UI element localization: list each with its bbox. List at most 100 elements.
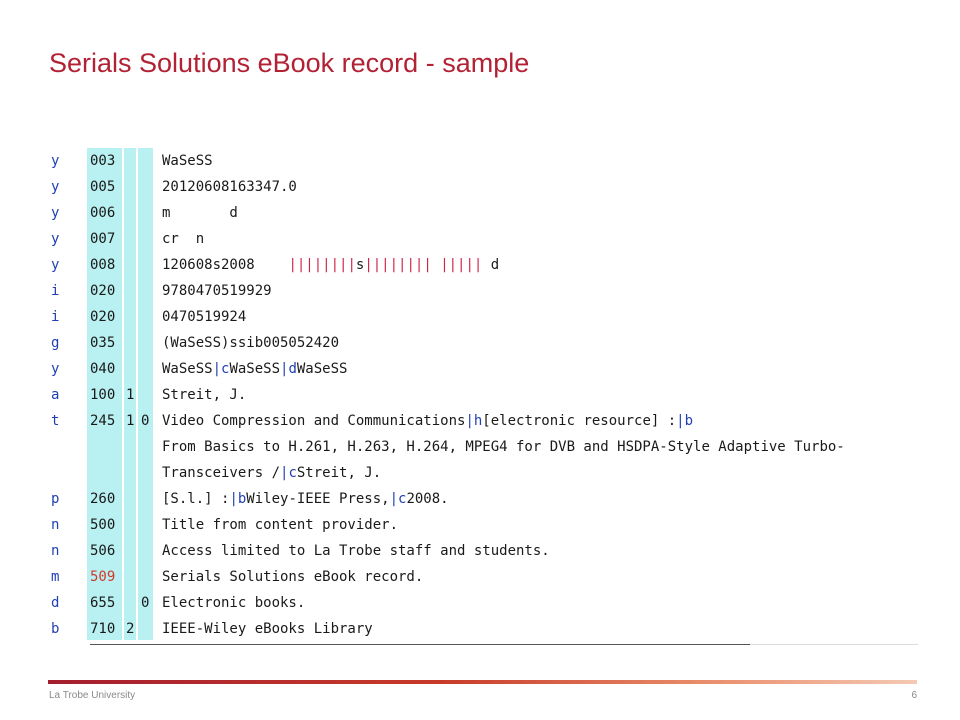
field-text: Transceivers /: [162, 465, 281, 481]
field-tag: 005: [90, 179, 116, 195]
field-tag: 100: [90, 387, 116, 403]
field-data: 120608s2008 ||||||||s|||||||| ||||| d: [162, 252, 499, 278]
record-code: b: [51, 621, 60, 637]
record-code: g: [51, 335, 60, 351]
field-data: Serials Solutions eBook record.: [162, 564, 423, 590]
indicator1-column-highlight: [124, 148, 136, 640]
subfield-delimiter: |b: [229, 491, 247, 507]
field-data: [S.l.] :|bWiley-IEEE Press,|c2008.: [162, 486, 449, 512]
field-tag: 040: [90, 361, 116, 377]
record-code: d: [51, 595, 60, 611]
record-code: y: [51, 205, 60, 221]
field-tag: 245: [90, 413, 116, 429]
field-text: m d: [162, 205, 238, 221]
field-data: cr n: [162, 226, 204, 252]
fill-characters: |||||: [440, 257, 483, 273]
field-text: Access limited to La Trobe staff and stu…: [162, 543, 550, 559]
field-tag: 003: [90, 153, 116, 169]
tag-column-highlight: [87, 148, 122, 640]
footer-gradient-bar: [48, 680, 917, 684]
field-tag: 008: [90, 257, 116, 273]
field-text: WaSeSS: [162, 153, 213, 169]
field-text: IEEE-Wiley eBooks Library: [162, 621, 373, 637]
field-tag: 006: [90, 205, 116, 221]
subfield-delimiter: |b: [676, 413, 694, 429]
subfield-delimiter: |c: [212, 361, 230, 377]
field-data: m d: [162, 200, 238, 226]
field-text: (WaSeSS)ssib005052420: [162, 335, 340, 351]
field-text: Streit, J.: [296, 465, 382, 481]
subfield-delimiter: |c: [280, 465, 297, 481]
field-text: Serials Solutions eBook record.: [162, 569, 424, 585]
field-text: From Basics to H.261, H.263, H.264, MPEG…: [162, 439, 845, 455]
slide-title: Serials Solutions eBook record - sample: [49, 48, 530, 78]
field-text: 9780470519929: [162, 283, 272, 299]
field-data: 9780470519929: [162, 278, 272, 304]
record-code: i: [51, 283, 60, 299]
indicator2-column-highlight: [138, 148, 153, 640]
record-code: t: [51, 413, 60, 429]
field-text: Electronic books.: [162, 595, 306, 611]
field-text: WaSeSS: [296, 361, 348, 377]
record-code: n: [51, 517, 60, 533]
field-data: From Basics to H.261, H.263, H.264, MPEG…: [162, 434, 845, 460]
field-data: Access limited to La Trobe staff and stu…: [162, 538, 550, 564]
field-tag: 710: [90, 621, 116, 637]
field-tag: 506: [90, 543, 116, 559]
field-tag: 020: [90, 309, 116, 325]
field-text: [electronic resource] :: [482, 413, 677, 429]
record-code: y: [51, 179, 60, 195]
field-data: Electronic books.: [162, 590, 305, 616]
field-text: Video Compression and Communications: [162, 413, 466, 429]
page-number: 6: [911, 690, 917, 701]
field-data: WaSeSS|cWaSeSS|dWaSeSS: [162, 356, 347, 382]
field-data: Transceivers /|cStreit, J.: [162, 460, 381, 486]
record-code: y: [51, 153, 60, 169]
record-code: y: [51, 257, 60, 273]
footer-institution: La Trobe University: [49, 690, 136, 701]
indicator-2: 0: [141, 413, 150, 429]
subfield-delimiter: |h: [465, 413, 483, 429]
field-tag: 509: [90, 569, 116, 585]
field-text: 2008.: [406, 491, 449, 507]
indicator-1: 1: [126, 387, 135, 403]
record-code: i: [51, 309, 60, 325]
subfield-delimiter: |d: [280, 361, 297, 377]
record-code: m: [51, 569, 60, 585]
field-text: 0470519924: [162, 309, 247, 325]
field-text: [S.l.] :: [162, 491, 230, 507]
field-text: 120608s2008: [162, 257, 289, 273]
field-text: Title from content provider.: [162, 517, 399, 533]
table-bottom-border-faint: [750, 644, 918, 645]
field-data: 0470519924: [162, 304, 246, 330]
field-data: Title from content provider.: [162, 512, 398, 538]
field-data: IEEE-Wiley eBooks Library: [162, 616, 373, 642]
field-data: Video Compression and Communications|h[e…: [162, 408, 693, 434]
record-code: y: [51, 231, 60, 247]
field-text: WaSeSS: [162, 361, 213, 377]
record-code: a: [51, 387, 60, 403]
field-data: Streit, J.: [162, 382, 246, 408]
record-code: p: [51, 491, 60, 507]
record-code: y: [51, 361, 60, 377]
field-data: 20120608163347.0: [162, 174, 297, 200]
table-bottom-border: [90, 644, 750, 645]
record-code: n: [51, 543, 60, 559]
field-tag: 655: [90, 595, 116, 611]
field-text: cr n: [162, 231, 205, 247]
field-data: (WaSeSS)ssib005052420: [162, 330, 339, 356]
subfield-delimiter: |c: [389, 491, 407, 507]
fill-characters: ||||||||: [364, 257, 432, 273]
field-text: 20120608163347.0: [162, 179, 297, 195]
field-tag: 007: [90, 231, 116, 247]
field-text: Streit, J.: [162, 387, 247, 403]
fill-characters: ||||||||: [288, 257, 356, 273]
indicator-1: 1: [126, 413, 135, 429]
indicator-2: 0: [141, 595, 150, 611]
field-data: WaSeSS: [162, 148, 213, 174]
field-text: s: [355, 257, 365, 273]
field-text: WaSeSS: [229, 361, 281, 377]
field-text: d: [482, 257, 500, 273]
field-tag: 020: [90, 283, 116, 299]
field-tag: 035: [90, 335, 116, 351]
